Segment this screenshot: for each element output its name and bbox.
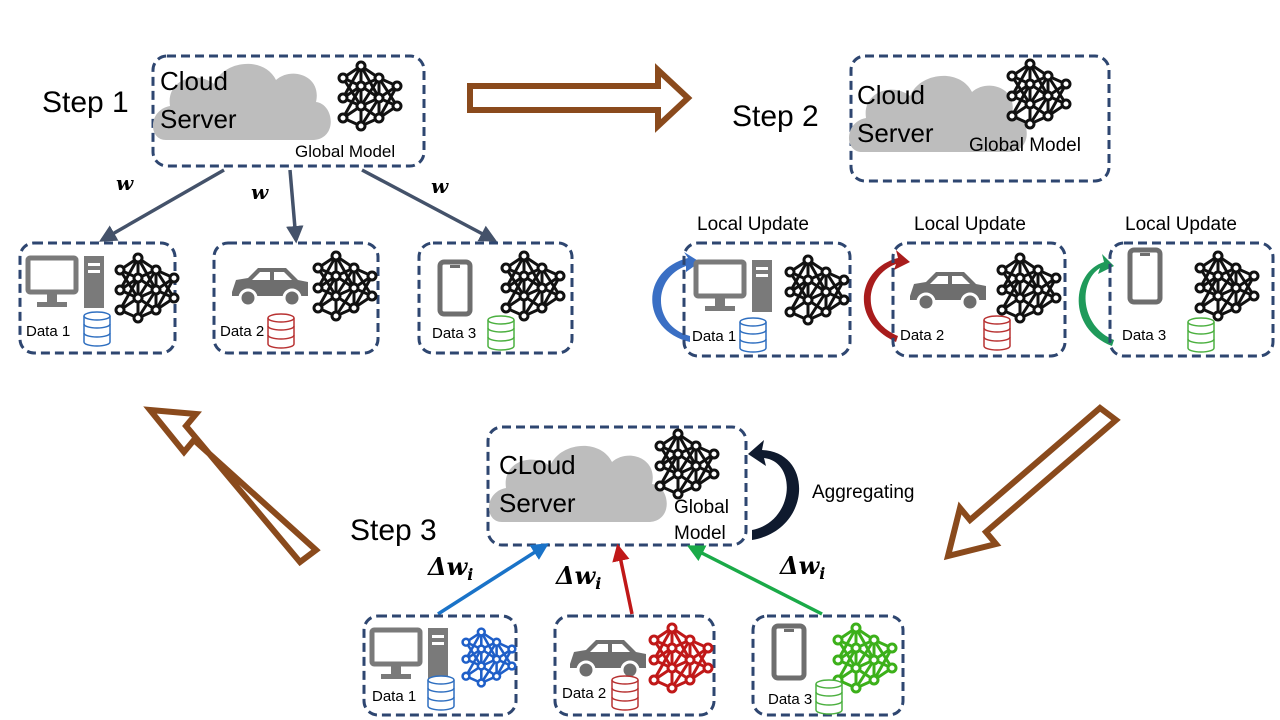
- weight-label-3: w: [431, 174, 449, 198]
- download-arrow-1: [98, 168, 225, 242]
- local-model-network-icon: [1194, 250, 1260, 322]
- local-model-network-icon: [996, 252, 1062, 324]
- step3-client-1: Data 1: [362, 614, 518, 717]
- database-icon: [1187, 317, 1215, 353]
- database-icon: [267, 313, 295, 349]
- aggregating-arrow: [748, 440, 800, 540]
- global-model-label-line1: Global: [674, 497, 729, 518]
- step3-label: Step 3: [350, 514, 437, 547]
- server-title-line1: Cloud: [160, 66, 228, 96]
- local-update-arrow: [1078, 254, 1114, 346]
- step2-client-1: Data 1: [652, 241, 852, 358]
- database-icon: [427, 675, 455, 711]
- step2-client-2: Data 2: [863, 241, 1067, 358]
- database-icon: [815, 679, 843, 715]
- weight-label-2: w: [251, 180, 269, 204]
- car-icon: [908, 270, 988, 312]
- step1-client-1: Data 1: [18, 241, 180, 355]
- flow-arrow-step2-to-step3: [943, 404, 1121, 561]
- step1-client-3: Data 3: [417, 241, 574, 355]
- delta-label-2: Δwi: [555, 561, 601, 593]
- step1-server-box: Cloud Server Global Model: [151, 54, 426, 168]
- client-data-label: Data 2: [220, 323, 264, 340]
- local-model-network-icon: [500, 250, 566, 322]
- database-icon: [83, 311, 111, 347]
- flow-arrow-step3-to-step1: [143, 406, 321, 567]
- global-model-network-icon: [337, 60, 403, 132]
- server-title-line2: Server: [499, 488, 576, 518]
- local-model-network-icon: [461, 627, 517, 688]
- database-icon: [611, 675, 639, 711]
- smartphone-icon: [1130, 250, 1160, 302]
- download-arrow-2: [286, 169, 304, 244]
- desktop-computer-icon: [28, 256, 104, 308]
- upload-arrow-3: [686, 545, 823, 616]
- car-icon: [230, 266, 310, 308]
- smartphone-icon: [440, 262, 470, 314]
- local-update-arrow: [652, 252, 700, 342]
- svg-text:Δwi: Δwi: [555, 561, 601, 593]
- local-model-network-icon: [114, 252, 180, 324]
- database-icon: [983, 315, 1011, 351]
- upload-arrow-2: [612, 543, 634, 615]
- delta-label-1: Δwi: [427, 552, 473, 584]
- local-model-network-icon: [784, 254, 850, 326]
- local-update-label-2: Local Update: [914, 214, 1026, 235]
- client-data-label: Data 2: [562, 685, 606, 702]
- local-model-network-icon: [832, 622, 898, 694]
- svg-text:Δwi: Δwi: [779, 551, 825, 583]
- client-data-label: Data 2: [900, 327, 944, 344]
- step1-client-2: Data 2: [212, 241, 380, 355]
- global-model-label: Global Model: [969, 135, 1081, 156]
- upload-arrow-1: [437, 543, 549, 616]
- server-title-line2: Server: [857, 118, 934, 148]
- smartphone-icon: [774, 626, 804, 678]
- server-title-line1: CLoud: [499, 450, 576, 480]
- step2-server-box: Cloud Server Global Model: [848, 54, 1111, 183]
- delta-label-3: Δwi: [779, 551, 825, 583]
- local-update-arrow: [863, 250, 910, 342]
- flow-arrow-step1-to-step2: [467, 63, 693, 133]
- local-update-label-1: Local Update: [697, 214, 809, 235]
- client-data-label: Data 3: [1122, 327, 1166, 344]
- local-model-network-icon: [648, 622, 714, 694]
- desktop-computer-icon: [696, 260, 772, 312]
- global-model-network-icon: [654, 428, 720, 500]
- step2-client-3: Data 3: [1078, 241, 1275, 358]
- local-update-label-3: Local Update: [1125, 214, 1237, 235]
- global-model-label-line2: Model: [674, 523, 726, 544]
- server-title-line1: Cloud: [857, 80, 925, 110]
- global-model-network-icon: [1006, 58, 1072, 130]
- client-data-label: Data 3: [768, 691, 812, 708]
- weight-label-1: w: [116, 171, 134, 195]
- aggregating-label: Aggregating: [812, 482, 914, 503]
- database-icon: [739, 317, 767, 353]
- download-arrow-3: [361, 168, 498, 242]
- svg-text:Δwi: Δwi: [427, 552, 473, 584]
- step3-server-box: CLoud Server Global Model: [486, 425, 748, 547]
- local-model-network-icon: [312, 250, 378, 322]
- client-data-label: Data 1: [692, 328, 736, 345]
- database-icon: [487, 315, 515, 351]
- client-data-label: Data 1: [26, 323, 70, 340]
- desktop-computer-icon: [372, 628, 448, 680]
- server-title-line2: Server: [160, 104, 237, 134]
- global-model-label: Global Model: [295, 142, 395, 161]
- step1-label: Step 1: [42, 86, 129, 119]
- step3-client-2: Data 2: [553, 614, 716, 717]
- step3-client-3: Data 3: [751, 614, 905, 717]
- client-data-label: Data 3: [432, 325, 476, 342]
- car-icon: [568, 638, 648, 680]
- step2-label: Step 2: [732, 100, 819, 133]
- client-data-label: Data 1: [372, 688, 416, 705]
